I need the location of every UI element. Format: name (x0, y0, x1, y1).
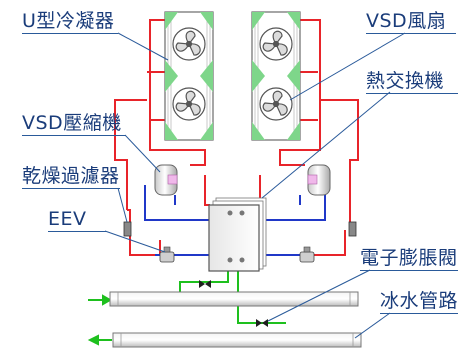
fan-icon (172, 87, 206, 121)
label-eev: EEV (48, 208, 87, 230)
fan-icon (172, 27, 206, 61)
label-vsd-compressor: VSD壓縮機 (22, 112, 122, 134)
label-chilled-water-pipe: 冰水管路 (380, 290, 459, 312)
eev-left (159, 246, 175, 263)
label-u-condenser: U型冷凝器 (22, 10, 115, 32)
water-valve-lower (256, 319, 268, 327)
underline-electronic-expansion-valve (360, 270, 458, 271)
chilled-water-pipe-upper (109, 291, 359, 307)
underline-vsd-fan (366, 33, 456, 34)
condenser-right (251, 11, 301, 141)
heat-exchanger (208, 197, 267, 272)
label-heat-exchanger: 熱交換機 (366, 70, 445, 92)
underline-heat-exchanger (366, 93, 458, 94)
fan-icon (259, 87, 293, 121)
label-dryer-filter: 乾燥過濾器 (22, 165, 120, 187)
label-vsd-fan: VSD風扇 (366, 10, 447, 32)
dryer-filter-left (123, 221, 132, 237)
label-electronic-expansion-valve: 電子膨脹閥 (360, 247, 458, 269)
fan-icon (259, 27, 293, 61)
eev-right (299, 246, 315, 263)
condenser-left (164, 11, 214, 141)
underline-dryer-filter (22, 188, 120, 189)
underline-chilled-water-pipe (380, 313, 458, 314)
underline-u-condenser (22, 33, 118, 34)
compressor-left (154, 164, 178, 196)
water-valve-upper (199, 280, 211, 288)
water-flow-arrows (87, 294, 113, 346)
chilled-water-pipe-lower (112, 332, 362, 348)
compressor-right (307, 164, 331, 196)
underline-vsd-compressor (22, 135, 126, 136)
dryer-filter-right (348, 221, 357, 237)
leader-lines (104, 32, 406, 339)
underline-eev (48, 231, 106, 232)
